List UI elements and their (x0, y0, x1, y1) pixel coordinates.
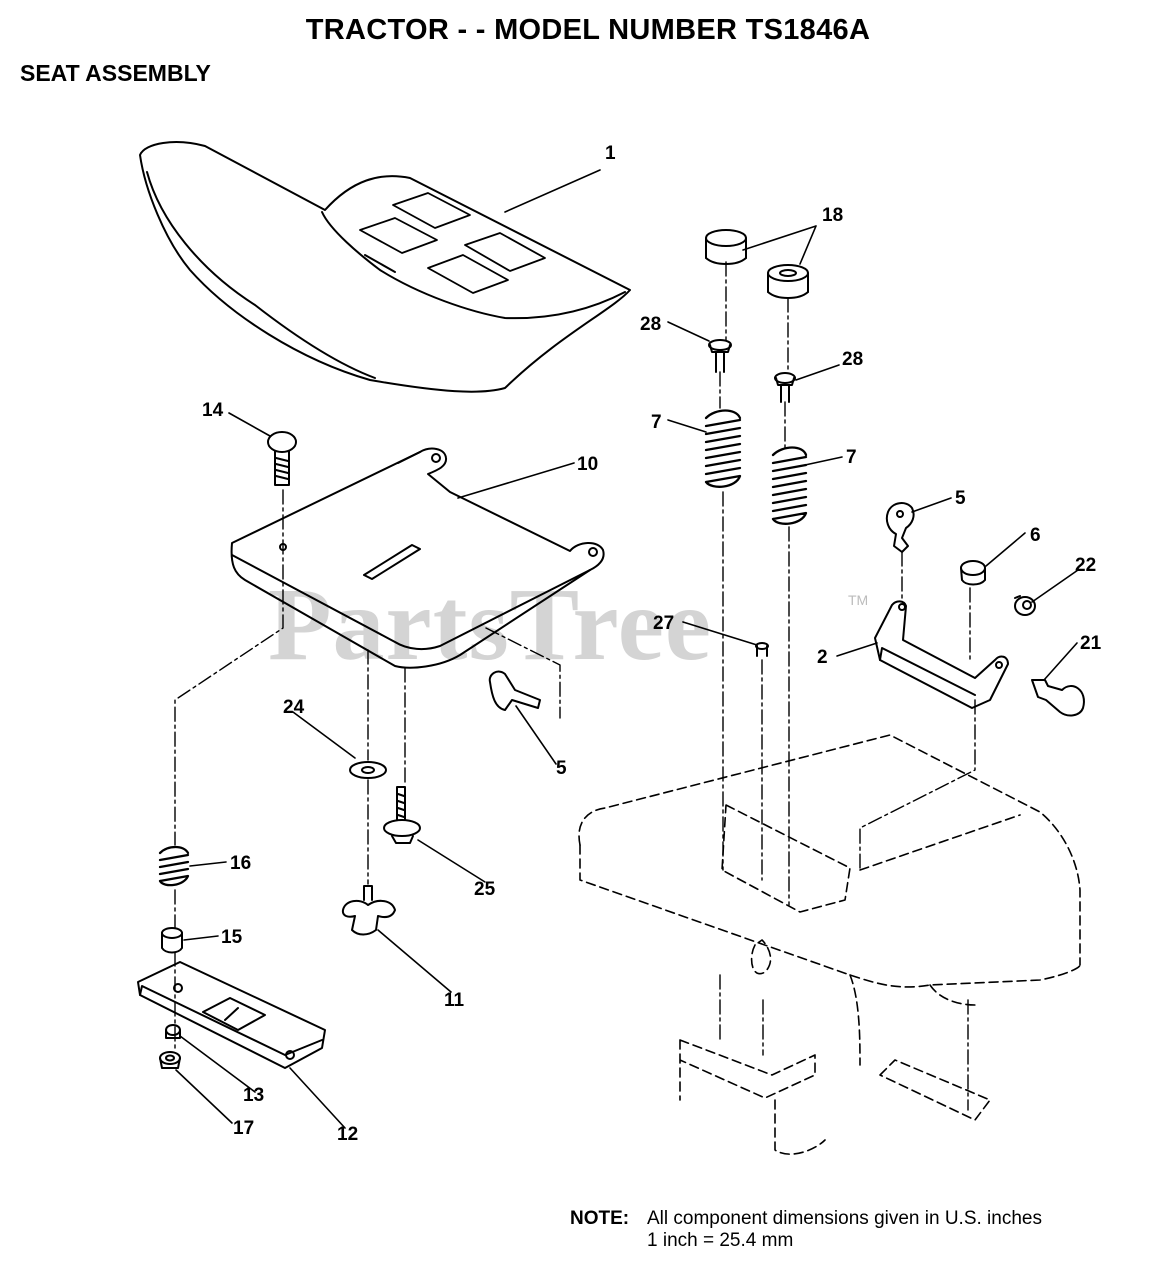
callout-numbers: 1 18 28 28 14 7 10 7 5 6 22 27 2 21 24 5… (202, 143, 1102, 1145)
part-hardware-left (137, 845, 326, 1069)
callout-label: 10 (577, 454, 598, 475)
callout-label: 7 (651, 412, 662, 433)
part-seat (139, 141, 631, 393)
callout-label: 21 (1080, 633, 1102, 654)
callout-label: 15 (221, 927, 243, 948)
diagram-title: TRACTOR - - MODEL NUMBER TS1846A (305, 14, 871, 46)
callout-label: 11 (444, 990, 465, 1011)
section-title: SEAT ASSEMBLY (20, 60, 211, 86)
callout-label: 18 (822, 205, 843, 226)
part-bracket (874, 600, 1009, 709)
callout-label: 28 (842, 349, 863, 370)
tractor-frame-outline (578, 734, 1081, 1155)
callout-label: 2 (817, 647, 828, 668)
callout-label: 5 (556, 758, 567, 779)
note-line-1: All component dimensions given in U.S. i… (647, 1208, 1042, 1229)
callout-label: 25 (474, 879, 496, 900)
callout-label: 16 (230, 853, 251, 874)
part-spacers (705, 229, 809, 299)
part-bolts-28 (708, 339, 796, 403)
callout-label: 6 (1030, 525, 1041, 546)
callout-label: 7 (846, 447, 857, 468)
trademark-mark: TM (848, 592, 869, 608)
part-clip-upper (885, 502, 915, 553)
callout-label: 24 (283, 697, 305, 718)
callout-label: 13 (243, 1085, 264, 1106)
callout-label: 17 (233, 1118, 254, 1139)
assembly-centerlines (174, 261, 976, 1111)
callout-label: 5 (955, 488, 966, 509)
part-carriage-bolt (267, 431, 297, 486)
callout-label: 1 (605, 143, 616, 164)
note-label: NOTE: (570, 1208, 630, 1229)
part-seat-pan (230, 447, 605, 669)
note-line-2: 1 inch = 25.4 mm (647, 1230, 794, 1251)
part-hardware-center (341, 670, 541, 936)
callout-label: 12 (337, 1124, 358, 1145)
callout-label: 14 (202, 400, 224, 421)
callout-label: 22 (1075, 555, 1096, 576)
callout-leaders (175, 169, 1079, 1129)
part-hardware-right (755, 560, 1085, 717)
callout-label: 28 (640, 314, 661, 335)
watermark: PartsTree (268, 567, 713, 682)
part-springs (704, 409, 808, 525)
callout-label: 27 (653, 613, 674, 634)
